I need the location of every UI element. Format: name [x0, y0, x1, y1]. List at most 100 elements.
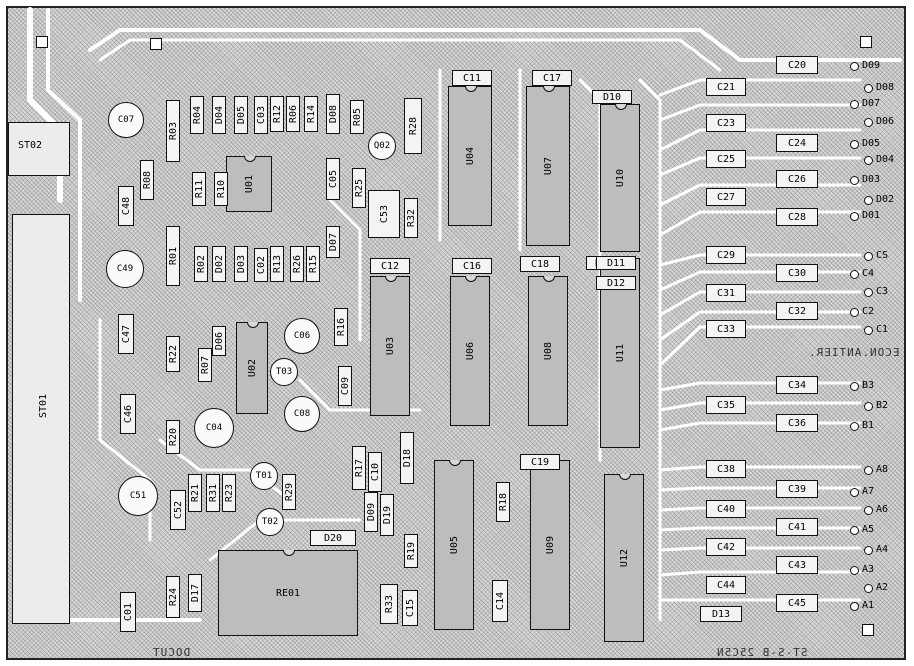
transistor-t01-label: T01 — [255, 471, 273, 481]
trace — [658, 270, 862, 292]
capacitor-c42-label: C42 — [716, 541, 736, 553]
resistor-r07-label: R07 — [199, 355, 211, 375]
capacitor-c41-label: C41 — [787, 521, 807, 533]
trace — [658, 325, 862, 367]
trace — [658, 183, 862, 207]
edge-text-bottom-left-label: DOCUT — [152, 646, 191, 659]
pin-label-d02: D02 — [876, 194, 894, 206]
capacitor-c02-label: C02 — [255, 255, 267, 275]
electrolytic-c06-label: C06 — [293, 331, 311, 341]
transistor-t03: T03 — [270, 358, 298, 386]
ic-u07: U07 — [526, 86, 570, 246]
capacitor-c24-label: C24 — [787, 137, 807, 149]
trace — [658, 103, 862, 122]
capacitor-c47: C47 — [118, 314, 134, 354]
pin-pad — [864, 402, 873, 411]
capacitor-c48-label: C48 — [120, 196, 132, 216]
pin-label-c1-label: C1 — [876, 324, 889, 335]
ic-u11-label: U11 — [614, 343, 626, 363]
pin-label-d04-label: D04 — [876, 154, 895, 165]
diode-d03-label: D03 — [235, 254, 247, 274]
ic-u06: U06 — [450, 276, 490, 426]
capacitor-c16-label: C16 — [462, 260, 482, 272]
pin-label-c3: C3 — [876, 286, 888, 298]
resistor-r15: R15 — [306, 246, 320, 282]
edge-text-bottom-right: ST-S-B 25C5N — [716, 646, 807, 659]
transistor-t02-label: T02 — [261, 517, 279, 527]
resistor-r02: R02 — [194, 246, 208, 282]
connector-label: ST01 — [38, 394, 50, 418]
pin-label-d06: D06 — [876, 116, 894, 128]
pin-pad — [850, 100, 859, 109]
pin-label-a3: A3 — [862, 564, 874, 576]
pin-pad — [864, 84, 873, 93]
resistor-r28-label: R28 — [407, 116, 419, 136]
pin-label-c2: C2 — [862, 306, 874, 318]
pin-pad — [850, 422, 859, 431]
capacitor-c09-label: C09 — [339, 376, 351, 396]
pin-label-b1-label: B1 — [862, 420, 875, 431]
pin-label-d02-label: D02 — [876, 194, 895, 205]
ic-u03: U03 — [370, 276, 410, 416]
capacitor-c53-label: C53 — [378, 204, 390, 224]
pin-label-d01-label: D01 — [862, 210, 881, 221]
electrolytic-c49: C49 — [106, 250, 144, 288]
pin-pad — [864, 252, 873, 261]
trace — [658, 156, 862, 177]
ic-u02-label: U02 — [246, 358, 258, 378]
capacitor-c38: C38 — [706, 460, 746, 478]
connector-label-label: ST01 — [38, 393, 50, 419]
capacitor-c05-label: C05 — [327, 169, 339, 189]
capacitor-c16: C16 — [452, 258, 492, 274]
diode-d07-label: D07 — [327, 232, 339, 252]
diode-d11-label: D11 — [606, 257, 626, 269]
capacitor-c44-label: C44 — [716, 579, 736, 591]
diode-d08: D08 — [326, 94, 340, 134]
diode-d06: D06 — [212, 326, 226, 356]
capacitor-c36-label: C36 — [787, 417, 807, 429]
resistor-r05-label: R05 — [351, 107, 363, 127]
capacitor-c31-label: C31 — [716, 287, 736, 299]
capacitor-c40: C40 — [706, 500, 746, 518]
resistor-r26: R26 — [290, 246, 304, 282]
capacitor-c23-label: C23 — [716, 117, 736, 129]
pin-label-a6-label: A6 — [876, 504, 889, 515]
capacitor-c35: C35 — [706, 396, 746, 414]
capacitor-c12-label: C12 — [380, 260, 400, 272]
pin-pad — [850, 308, 859, 317]
pin-label-b2-label: B2 — [876, 400, 889, 411]
pin-pad — [864, 584, 873, 593]
trace — [658, 401, 862, 412]
relay-re01-label: RE01 — [275, 587, 301, 599]
capacitor-c01-label: C01 — [122, 602, 134, 622]
trace — [658, 253, 862, 267]
capacitor-c28: C28 — [776, 208, 818, 226]
capacitor-c10: C10 — [368, 452, 382, 492]
ic-u01: U01 — [226, 156, 272, 212]
electrolytic-c04-label: C04 — [205, 423, 223, 433]
pin-label-a4-label: A4 — [876, 544, 889, 555]
diode-d06-label: D06 — [213, 331, 225, 351]
capacitor-c19: C19 — [520, 454, 560, 470]
diode-d04: D04 — [212, 96, 226, 134]
capacitor-c46-label: C46 — [122, 404, 134, 424]
pin-label-d05: D05 — [862, 138, 880, 150]
diode-d12-label: D12 — [606, 277, 626, 289]
capacitor-c52: C52 — [170, 490, 186, 530]
resistor-r01: R01 — [166, 226, 180, 286]
ic-u09: U09 — [530, 460, 570, 630]
pin-label-b1: B1 — [862, 420, 874, 432]
resistor-r06: R06 — [286, 96, 300, 132]
electrolytic-c04: C04 — [194, 408, 234, 448]
capacitor-c11: C11 — [452, 70, 492, 86]
capacitor-c48: C48 — [118, 186, 134, 226]
diode-d09: D09 — [364, 492, 378, 532]
capacitor-c25-label: C25 — [716, 153, 736, 165]
pin-label-a8: A8 — [876, 464, 888, 476]
capacitor-c32-label: C32 — [787, 305, 807, 317]
capacitor-c21: C21 — [706, 78, 746, 96]
resistor-r21-label: R21 — [189, 483, 201, 503]
pin-label-d07-label: D07 — [862, 98, 881, 109]
transistor-q02: Q02 — [368, 132, 396, 160]
pin-label-d09: D09 — [862, 60, 880, 72]
